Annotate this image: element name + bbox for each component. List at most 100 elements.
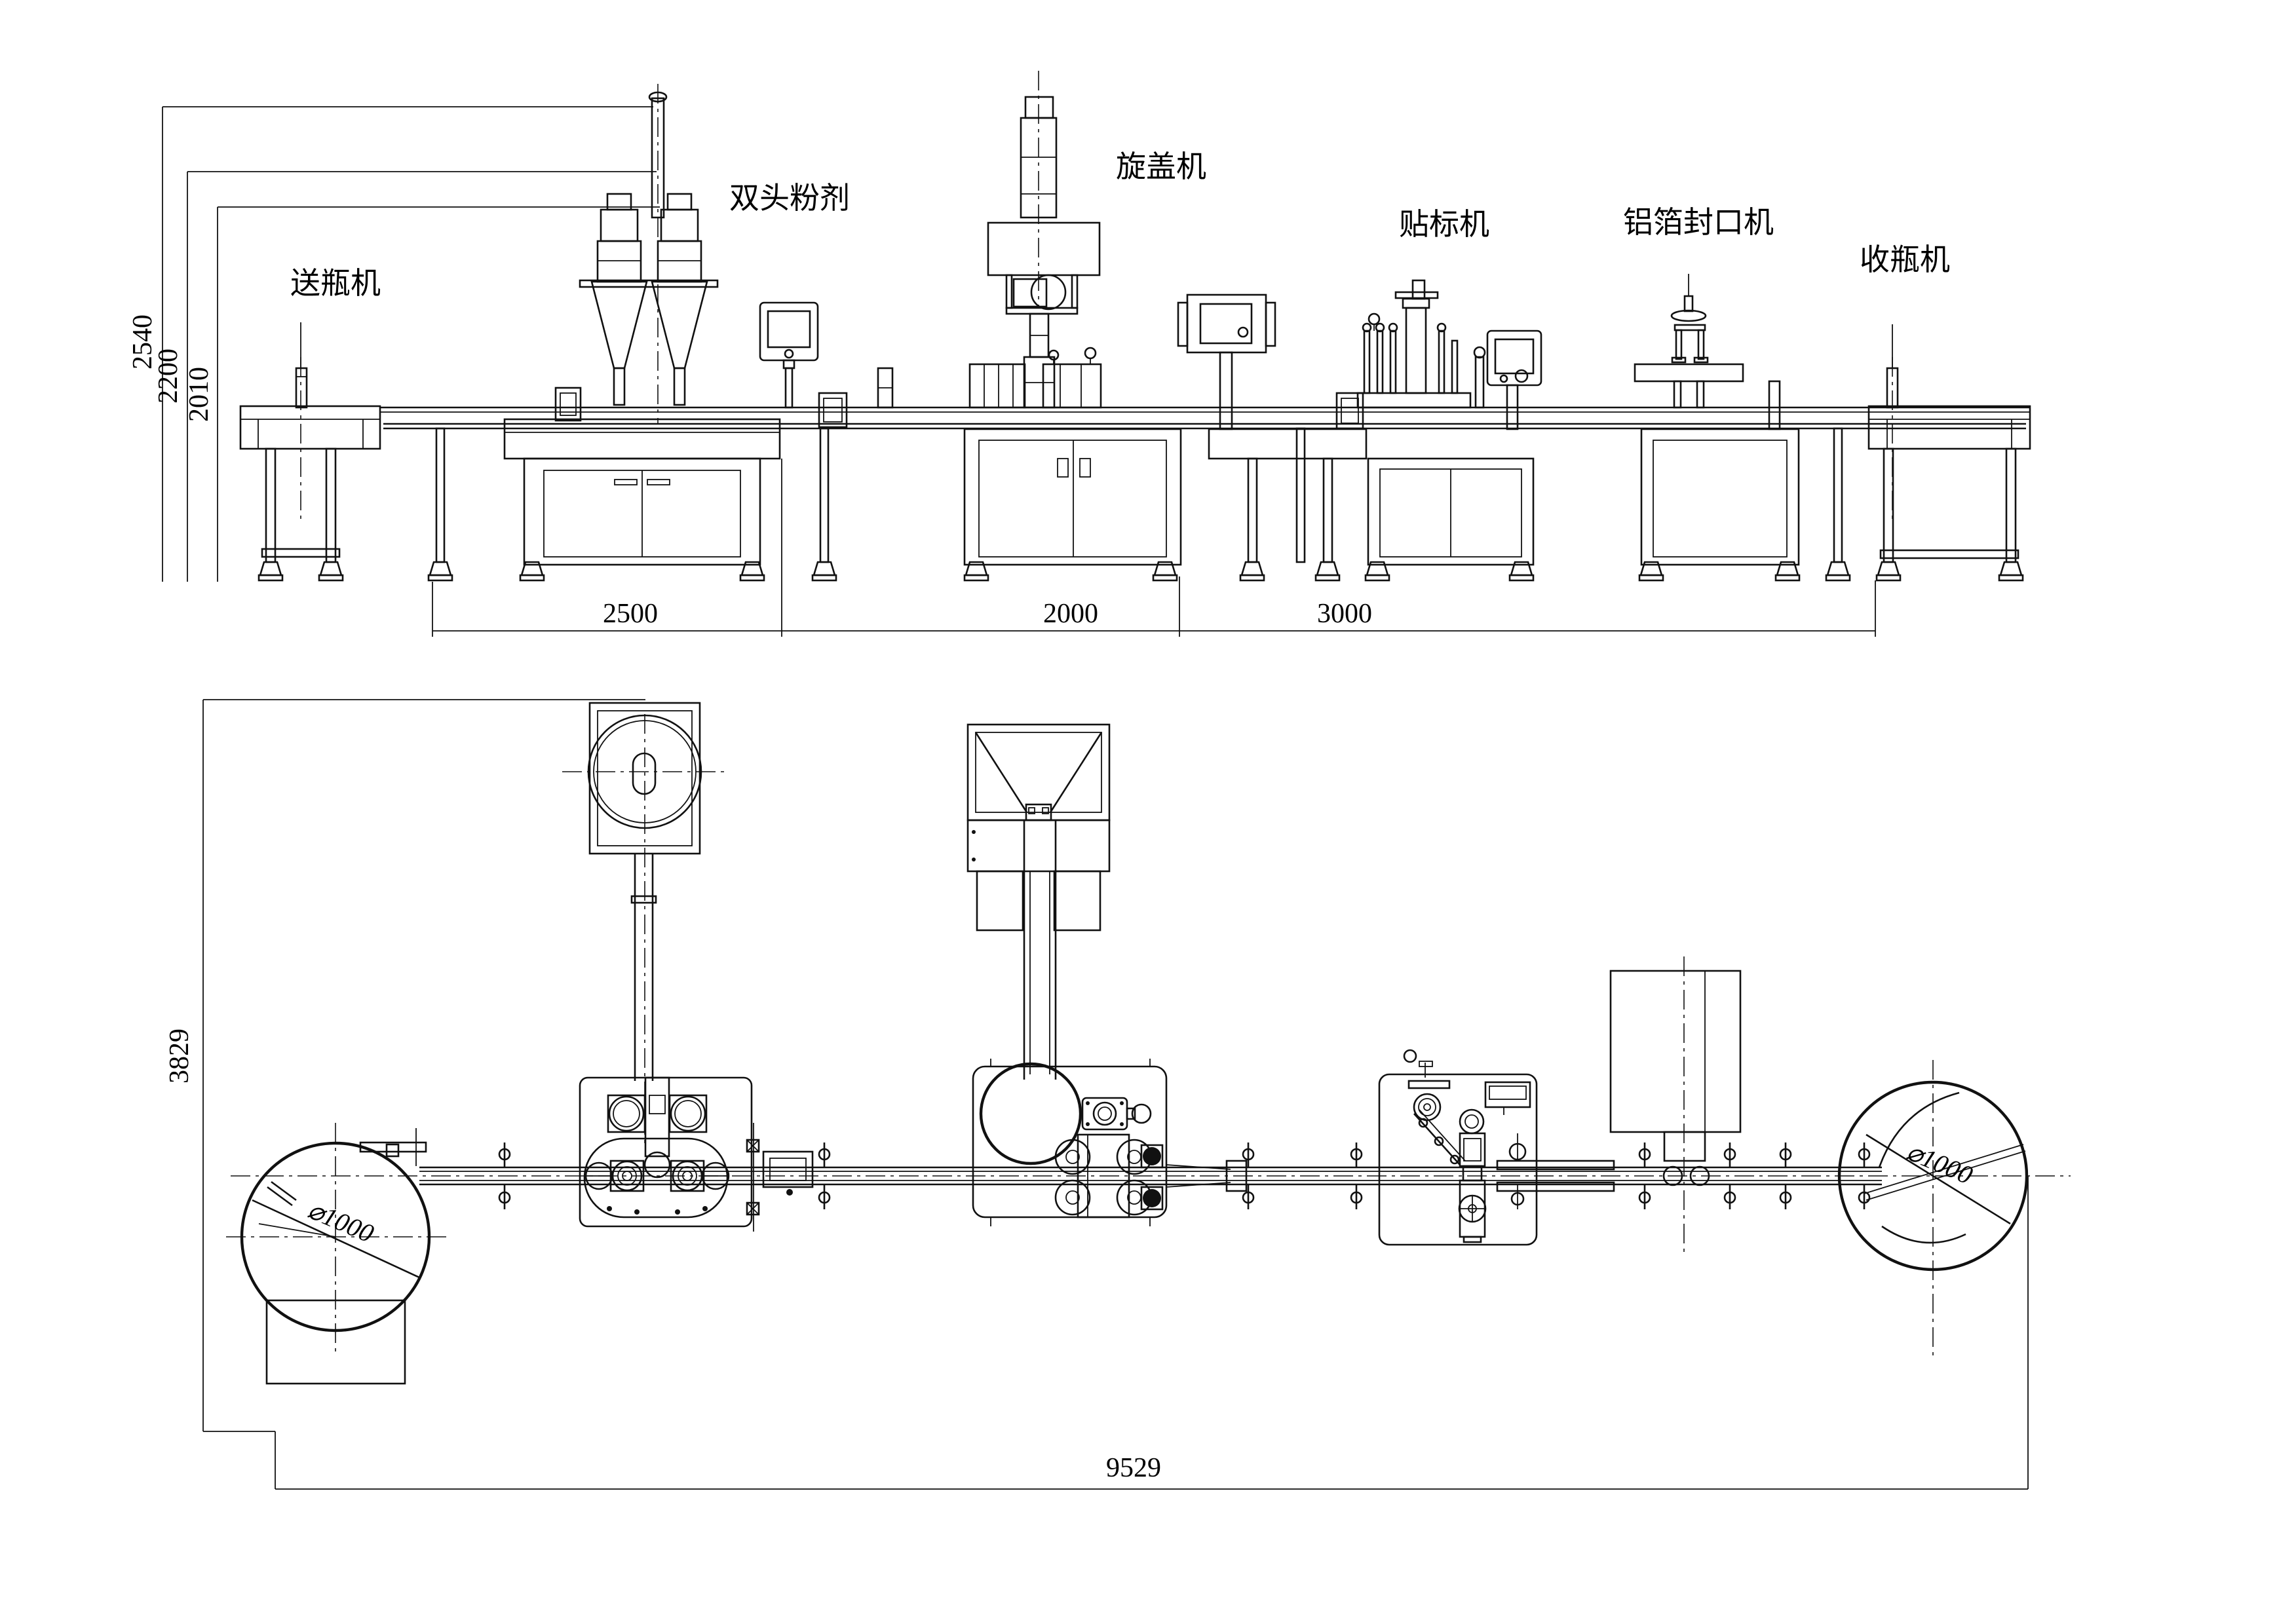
machine-foil-sealer-elevation-shape — [1696, 380, 1705, 409]
machine-labeler-elevation-shape — [1322, 457, 1333, 563]
foil-sealer-plan-shape — [1689, 1165, 1710, 1186]
machine-labeler-elevation-shape — [1247, 457, 1258, 563]
powder-filler-plan-shape — [643, 1151, 671, 1179]
capper-plan-shape — [1120, 1101, 1124, 1105]
machine-bottle-feeder-elevation: 送瓶机 — [239, 267, 381, 582]
capper-plan-shape — [1098, 1106, 1112, 1121]
dim-length-9529: 9529 — [1106, 1453, 1161, 1483]
label-labeler: 贴标机 — [1399, 208, 1489, 241]
dim-width-2000: 2000 — [1043, 599, 1098, 629]
machine-capper-elevation-shape — [1020, 117, 1058, 219]
labeler-plan-shape — [1418, 1098, 1436, 1116]
conveyor-elevation-shape — [819, 427, 830, 563]
machine-powder-filler-elevation: 双头粉剂 — [503, 84, 850, 582]
machine-bottle-feeder-elevation-shape — [325, 447, 337, 563]
capper-plan-shape — [972, 1065, 1168, 1218]
filler-hmi-screen-shape — [767, 310, 811, 349]
dim-depth-3829: 3829 — [164, 1029, 195, 1084]
feeder-turntable-plan-shape — [267, 1186, 293, 1207]
machine-bottle-feeder-elevation-shape — [265, 447, 277, 563]
dim-height-2200: 2200 — [153, 349, 183, 404]
machine-powder-filler-elevation-shape — [600, 208, 639, 242]
labeler-plan-shape — [1413, 1113, 1461, 1165]
labeler-plan-shape — [1407, 1080, 1451, 1089]
powder-filler-plan-shape — [634, 1209, 640, 1215]
capper-plan-shape — [976, 870, 1024, 932]
powder-filler-plan-shape — [675, 1209, 680, 1215]
machine-labeler-elevation: 贴标机 — [1208, 208, 1542, 582]
capper-plan-shape — [966, 819, 1111, 873]
foil-sealer-plan-shape — [1663, 1131, 1706, 1162]
label-bottle-collector: 收瓶机 — [1860, 243, 1950, 276]
machine-capper-elevation-shape — [1071, 274, 1079, 309]
labeler-hmi-screen-shape — [1494, 338, 1535, 375]
capper-plan-shape — [1077, 1133, 1130, 1218]
machine-foil-sealer-elevation: 铝箔封口机 — [1623, 206, 1801, 582]
capper-plan-shape — [1054, 1179, 1091, 1216]
collector-turntable-plan-shape — [1881, 1225, 1966, 1244]
machine-labeler-elevation-shape — [1376, 330, 1384, 394]
powder-filler-plan-shape — [786, 1189, 793, 1196]
dim-height-2540: 2540 — [128, 314, 158, 369]
dim-height-2010: 2010 — [184, 367, 214, 422]
machine-bottle-feeder-elevation-shape — [318, 561, 344, 582]
powder-filler-plan-shape — [674, 1100, 702, 1127]
collector-turntable-plan: ⌀1000 — [1837, 1060, 2029, 1357]
machine-bottle-collector-elevation-shape — [2005, 447, 2017, 563]
labeler-plan-shape — [1378, 1073, 1538, 1246]
machine-foil-sealer-elevation-shape — [1640, 428, 1800, 566]
powder-filler-plan-shape — [769, 1158, 807, 1181]
machine-bottle-collector-elevation-shape — [1998, 561, 2024, 582]
conveyor-elevation-shape — [1833, 427, 1843, 563]
powder-filler-plan-shape — [678, 1166, 697, 1186]
powder-filler-plan-shape — [746, 1202, 759, 1215]
powder-filler-plan — [562, 702, 814, 1232]
labeler-plan-shape — [1496, 1181, 1615, 1192]
machine-labeler-elevation-shape — [1356, 392, 1472, 409]
machine-labeler-elevation-shape — [1474, 356, 1485, 409]
machine-powder-filler-elevation-shape — [651, 97, 665, 219]
dim-width-3000: 3000 — [1317, 599, 1372, 629]
machine-labeler-elevation-shape — [1368, 312, 1381, 326]
machine-bottle-collector-elevation-shape — [1875, 561, 1902, 582]
labeler-plan-shape — [1423, 1103, 1431, 1111]
labeler-plan — [1378, 1049, 1615, 1246]
capper-plan-shape — [1140, 1144, 1164, 1169]
conveyor-elevation — [380, 367, 2030, 582]
labeler-plan-shape — [1464, 1114, 1479, 1129]
feeder-turntable-plan: ⌀1000 — [226, 1123, 451, 1385]
conveyor-elevation-shape — [811, 561, 837, 582]
machine-capper-elevation-shape — [963, 428, 1182, 566]
capper-hmi-screen-shape — [1177, 301, 1189, 347]
machine-foil-sealer-elevation-shape — [1674, 324, 1706, 331]
capper-plan-shape — [1086, 1101, 1090, 1105]
capper-plan-shape — [1053, 870, 1101, 932]
machine-powder-filler-elevation-shape — [673, 367, 686, 406]
machine-capper-elevation-shape — [968, 363, 1026, 409]
labeler-hmi-screen-shape — [1506, 384, 1519, 430]
machine-powder-filler-elevation-shape — [523, 457, 761, 566]
machine-capper-elevation-shape — [978, 440, 1167, 557]
machine-foil-sealer-elevation-shape — [1634, 363, 1744, 383]
labeler-plan-shape — [1462, 1165, 1483, 1182]
machine-bottle-feeder-elevation-shape — [261, 548, 341, 558]
capper-plan-shape — [1065, 1150, 1080, 1164]
machine-powder-filler-elevation-shape — [666, 193, 693, 211]
capper-plan-shape — [1126, 1107, 1136, 1120]
conveyor-elevation-shape — [1825, 561, 1851, 582]
dim-width-2500: 2500 — [603, 599, 658, 629]
machine-labeler-elevation-shape — [1411, 279, 1426, 300]
foil-sealer-plan-shape — [1662, 1165, 1683, 1186]
machine-bottle-collector-elevation-shape — [1867, 405, 2031, 450]
powder-filler-plan-shape — [682, 1171, 693, 1181]
capper-plan-shape — [966, 723, 1111, 821]
machine-bottle-collector-elevation-shape — [1883, 447, 1894, 563]
labeler-hmi-screen-shape — [1514, 369, 1529, 383]
powder-filler-plan-shape — [632, 752, 657, 795]
machine-labeler-elevation-shape — [1451, 339, 1459, 394]
labeler-hmi-screen-shape — [1499, 374, 1508, 383]
machine-capper-elevation-shape — [1084, 347, 1097, 360]
foil-sealer-plan — [1609, 956, 1742, 1253]
machine-labeler-elevation-shape — [1375, 322, 1385, 333]
